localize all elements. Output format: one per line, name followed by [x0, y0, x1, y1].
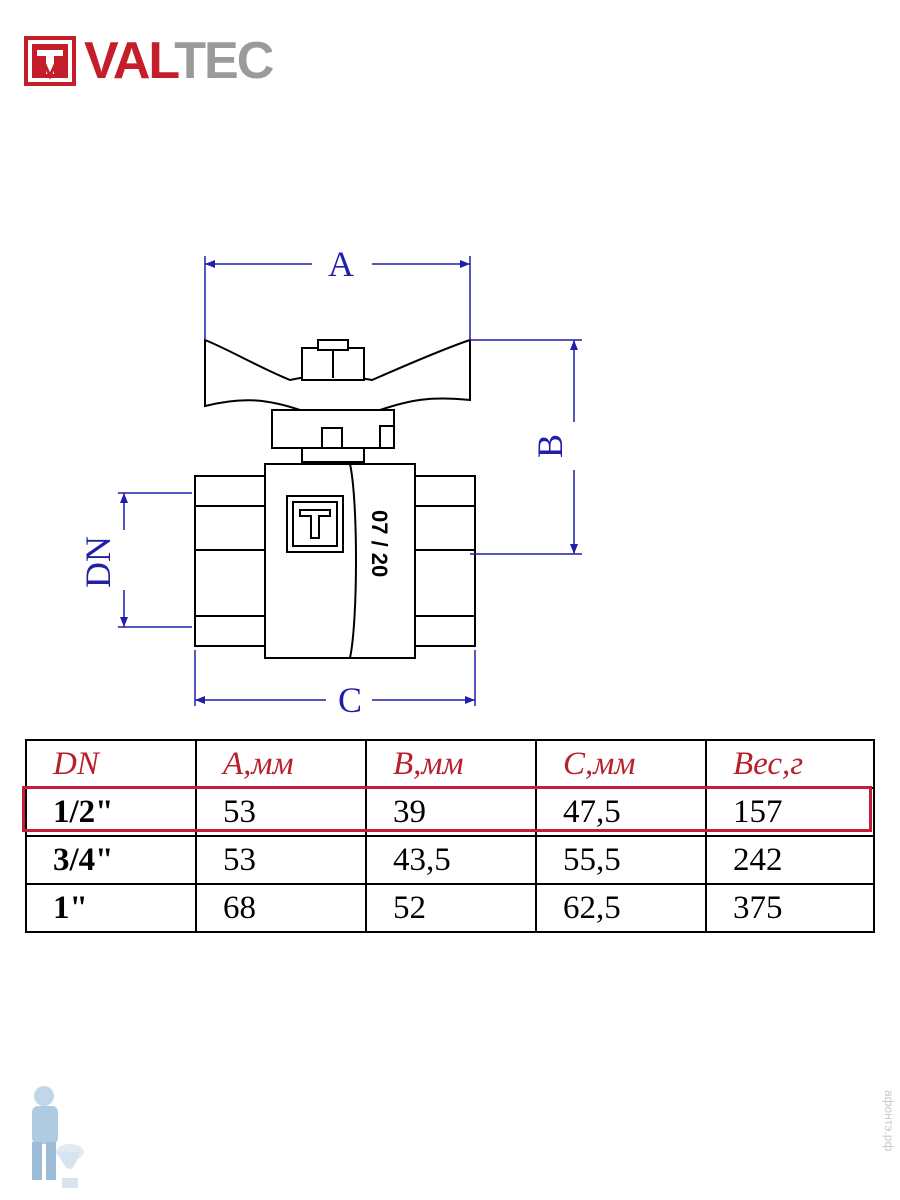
plumber-mascot-icon	[32, 1086, 84, 1188]
valve-handle	[204, 338, 471, 463]
valve-body	[194, 463, 476, 659]
label-c-bg	[326, 682, 372, 718]
dimension-label-b: B	[530, 434, 570, 458]
cell-dn: 3/4"	[25, 835, 197, 885]
cell-weight: 242	[705, 835, 875, 885]
cell-a: 53	[195, 787, 367, 837]
table-row: 1" 68 52 62,5 375	[25, 883, 875, 933]
column-header-dn: DN	[25, 739, 197, 789]
label-b-bg	[558, 422, 592, 470]
cell-weight: 375	[705, 883, 875, 933]
cell-a: 53	[195, 835, 367, 885]
cell-c: 62,5	[535, 883, 707, 933]
cell-b: 52	[365, 883, 537, 933]
cell-b: 39	[365, 787, 537, 837]
brand-name: VALTEC	[84, 32, 274, 90]
dimension-label-c: C	[338, 680, 362, 720]
cell-a: 68	[195, 883, 367, 933]
cell-dn: 1"	[25, 883, 197, 933]
cell-dn: 1/2"	[25, 787, 197, 837]
label-a-bg	[312, 248, 372, 282]
cell-b: 43,5	[365, 835, 537, 885]
column-header-weight: Вес,г	[705, 739, 875, 789]
column-header-c: C,мм	[535, 739, 707, 789]
brand-name-part2: TEC	[174, 32, 274, 90]
column-header-a: A,мм	[195, 739, 367, 789]
dimension-label-a: A	[328, 244, 354, 284]
ball-valve-drawing: 07 / 20 A B DN C	[78, 244, 592, 720]
site-watermark: афонтэ.рф	[882, 1090, 896, 1152]
valtec-emblem-icon	[24, 36, 76, 86]
table-header-row: DN A,мм B,мм C,мм Вес,г	[25, 739, 875, 789]
valtec-logo: VALTEC	[24, 32, 324, 90]
label-dn-bg	[106, 530, 142, 590]
cell-c: 47,5	[535, 787, 707, 837]
table-row: 3/4" 53 43,5 55,5 242	[25, 835, 875, 885]
body-logo-icon	[292, 501, 338, 547]
dimension-label-dn: DN	[78, 536, 118, 588]
cell-c: 55,5	[535, 835, 707, 885]
table-row: 1/2" 53 39 47,5 157	[25, 787, 875, 837]
cell-weight: 157	[705, 787, 875, 837]
dimensions-table: DN A,мм B,мм C,мм Вес,г 1/2" 53 39 47,5 …	[25, 739, 875, 933]
brand-name-part1: VAL	[84, 32, 176, 90]
body-marking: 07 / 20	[367, 510, 392, 577]
dimension-arrows	[120, 260, 578, 704]
column-header-b: B,мм	[365, 739, 537, 789]
